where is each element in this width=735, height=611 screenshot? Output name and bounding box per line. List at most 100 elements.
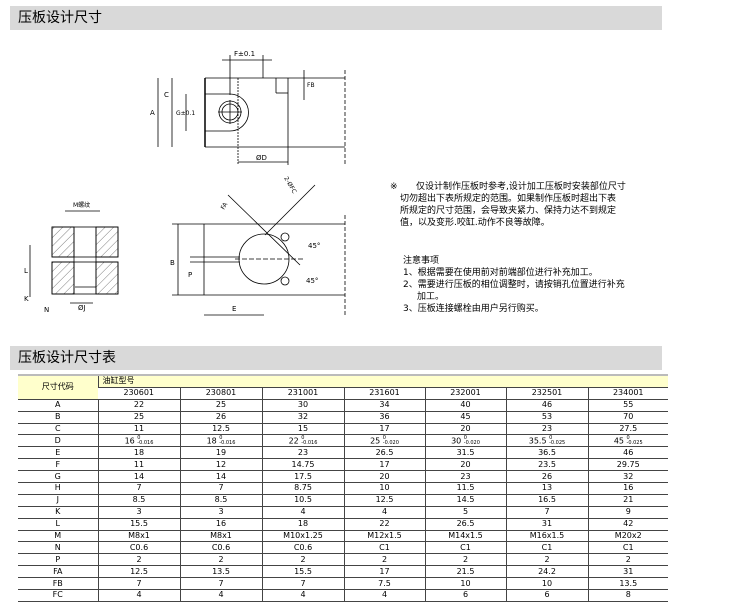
table-cell: 4 xyxy=(343,506,425,519)
label-fa: FA xyxy=(220,201,230,211)
table-cell: 70 xyxy=(587,411,668,424)
row-code: A xyxy=(18,399,98,412)
note-line: 所规定的尺寸范围，会导致夹紧力、保持力达不到规定 xyxy=(400,206,617,216)
cell-value: 7 xyxy=(136,578,142,588)
cell-value: 10 xyxy=(541,578,553,588)
tolerance-lower: -0.016 xyxy=(219,439,236,446)
table-cell: C1 xyxy=(587,541,668,555)
table-cell: 27.5 xyxy=(587,423,668,436)
table-cell: 46 xyxy=(587,446,668,460)
cell-value: M14x1.5 xyxy=(448,531,483,541)
label-b: B xyxy=(170,259,175,267)
table-cell: 30 0-0.020 xyxy=(424,434,506,448)
cell-value: C0.6 xyxy=(129,542,149,552)
cell-value: 15.5 xyxy=(130,519,148,529)
cell-value: 12 xyxy=(215,459,227,469)
cell-value: C1 xyxy=(460,542,471,552)
table-cell: 2 xyxy=(343,553,425,567)
table-cell: 2 xyxy=(587,553,668,567)
cell-value: 46 xyxy=(541,400,553,410)
label-g: G±0.1 xyxy=(176,110,195,117)
precaution-item: 2、需要进行压板的相位调整时，请按销孔位置进行补充 xyxy=(403,280,625,290)
cell-value: 16 xyxy=(623,483,634,493)
table-cell: 4 xyxy=(343,589,425,602)
model-header-cell: 230801 xyxy=(179,387,262,400)
table-cell: 23 xyxy=(505,423,588,436)
cell-value: 13.5 xyxy=(619,578,638,588)
tolerance-upper: 0 xyxy=(626,434,630,441)
cell-value: 16.5 xyxy=(538,495,556,505)
table-cell: 4 xyxy=(179,589,262,602)
tolerance-lower: -0.025 xyxy=(626,439,643,446)
cell-value: 16 xyxy=(124,436,135,446)
label-angle-2: 45° xyxy=(306,277,318,285)
cell-value: 10.5 xyxy=(294,495,312,505)
table-cell: 21 xyxy=(587,494,668,507)
table-cell: 4 xyxy=(261,506,344,519)
cell-value: 10 xyxy=(379,483,390,493)
tolerance-lower: -0.020 xyxy=(463,439,480,446)
row-code: B xyxy=(18,411,98,424)
tolerance-upper: 0 xyxy=(219,434,223,441)
table-cell: 15.5 xyxy=(97,518,180,531)
cell-value: 4 xyxy=(218,590,224,600)
row-code: H xyxy=(18,482,98,495)
table-cell: 7 xyxy=(179,577,262,591)
cell-value: 9 xyxy=(625,507,631,517)
table-cell: 4 xyxy=(261,589,344,602)
cell-value: 7 xyxy=(218,578,224,588)
cell-value: 14.5 xyxy=(456,495,475,505)
cell-value: 18 xyxy=(297,519,309,529)
table-cell: 7.5 xyxy=(343,577,425,591)
table-cell: 10 xyxy=(505,577,588,591)
section-title-dimension-table: 压板设计尺寸表 xyxy=(10,346,662,370)
cell-value: 7 xyxy=(218,483,224,493)
table-cell: 8.75 xyxy=(261,482,344,495)
cell-value: 14.75 xyxy=(291,459,315,469)
cell-value: 7 xyxy=(136,483,142,493)
row-code: FB xyxy=(18,577,98,591)
cell-value: 5 xyxy=(462,507,469,517)
cell-value: 22 xyxy=(133,400,145,410)
table-cell: C1 xyxy=(505,541,588,555)
table-cell: 12 xyxy=(179,458,262,472)
tolerance-lower: -0.016 xyxy=(301,439,318,446)
table-cell: 3 xyxy=(97,506,180,519)
table-cell: 21.5 xyxy=(424,565,506,579)
cell-value: 4 xyxy=(300,507,306,517)
cell-value: 25 xyxy=(133,412,145,422)
cell-value: 45 xyxy=(613,436,624,446)
table-cell: 26 xyxy=(179,411,262,424)
cell-value: 8.5 xyxy=(214,495,228,505)
cell-value: M20x2 xyxy=(614,531,642,541)
cell-value: 12.5 xyxy=(375,495,394,505)
cell-value: 17.5 xyxy=(294,471,312,481)
cell-value: M8x1 xyxy=(128,531,150,541)
cell-value: 7 xyxy=(300,578,306,588)
table-cell: 11 xyxy=(97,458,180,472)
table-cell: 17 xyxy=(343,458,425,472)
cell-value: 26.5 xyxy=(456,519,475,529)
label-f: F±0.1 xyxy=(234,50,255,58)
tolerance-upper: 0 xyxy=(137,434,141,441)
table-cell: M14x1.5 xyxy=(424,530,506,543)
cell-value: C0.6 xyxy=(293,542,313,552)
table-cell: 12.5 xyxy=(179,423,262,436)
cell-value: 31 xyxy=(623,566,634,576)
table-cell: 16.5 xyxy=(505,494,588,507)
model-header: 油缸型号 xyxy=(97,373,668,388)
table-cell: 14.5 xyxy=(424,494,506,507)
table-cell: 10 xyxy=(343,482,425,495)
note-line: 仅设计制作压板时参考,设计加工压板时安装部位尺寸 xyxy=(416,182,626,192)
table-cell: 31.5 xyxy=(424,446,506,460)
cell-value: 2 xyxy=(544,554,550,564)
tolerance-lower: -0.016 xyxy=(137,439,154,446)
label-a: A xyxy=(150,109,155,117)
label-fc: 2-ØFC xyxy=(282,176,297,195)
table-cell: C0.6 xyxy=(261,541,344,555)
